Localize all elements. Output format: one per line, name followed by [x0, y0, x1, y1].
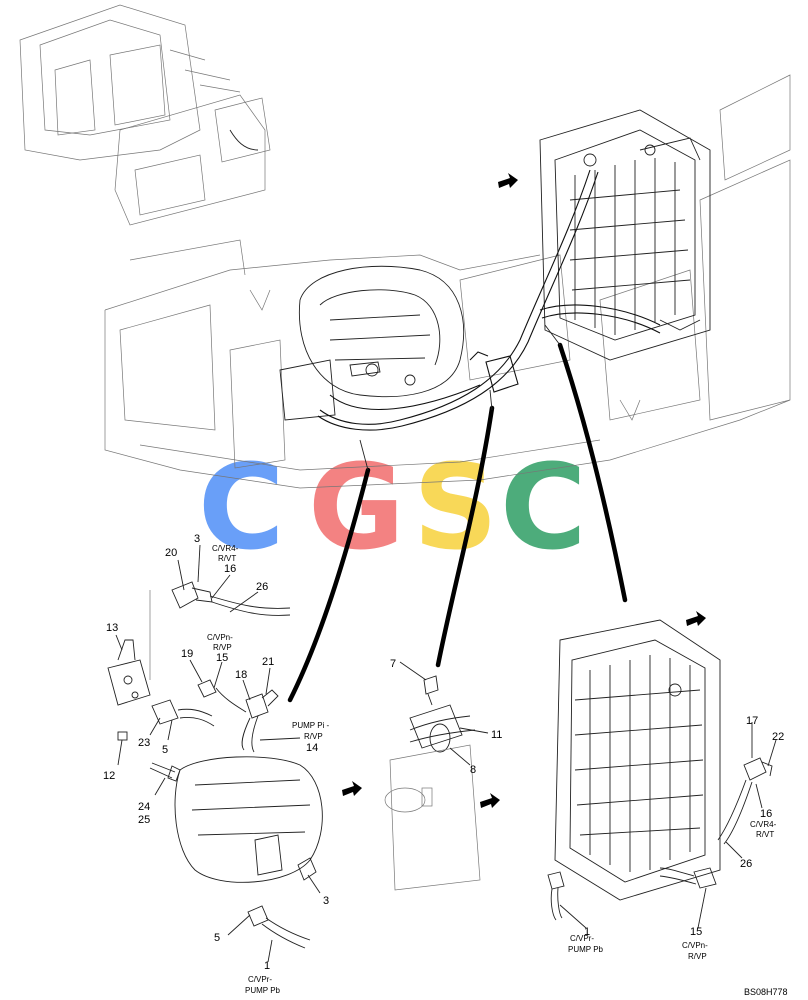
part-number-5: 5 [162, 744, 168, 756]
part-number-16: 16 [760, 808, 772, 820]
detail-hose-clamp [384, 675, 481, 891]
part-number-labels: 20 3 16 26 13 19 15 21 18 23 5 14 12 24 … [103, 533, 784, 972]
detail-control-valve [547, 619, 773, 921]
part-number-3: 3 [194, 533, 200, 545]
callout-cvpr-right-2: PUMP Pb [568, 945, 604, 954]
callout-cvr4-right: C/VR4- [750, 820, 777, 829]
detail-pump-fittings [107, 581, 323, 949]
callout-cvpn-left: C/VPn- [207, 633, 233, 642]
callout-cvr4-upper: C/VR4- [212, 544, 239, 553]
part-number-12: 12 [103, 770, 115, 782]
callout-cvpn-right-2: R/VP [688, 952, 707, 961]
part-number-7: 7 [390, 658, 396, 670]
part-number-15: 15 [690, 926, 702, 938]
callout-pump-pi: PUMP Pi - [292, 721, 330, 730]
callout-cvr4-right-2: R/VT [756, 830, 774, 839]
watermark-letter-c2: C [500, 438, 587, 576]
drawing-reference: BS08H778 [744, 987, 788, 997]
arrow-icon [480, 793, 500, 808]
part-number-22: 22 [772, 731, 784, 743]
hose-routing-upper [317, 169, 661, 431]
callout-cvpr-right: C/VPr- [570, 934, 594, 943]
part-number-24: 24 [138, 801, 150, 813]
part-number-25: 25 [138, 814, 150, 826]
part-number-14: 14 [306, 742, 318, 754]
callout-cvpn-left-2: R/VP [213, 643, 232, 652]
part-number-16: 16 [224, 563, 236, 575]
arrow-icon [498, 173, 518, 188]
part-number-15: 15 [216, 652, 228, 664]
watermark: C G S C [198, 438, 587, 576]
excavator-cab-outline [19, 4, 271, 226]
direction-arrows [342, 173, 706, 808]
callout-cvr4-upper-2: R/VT [218, 554, 236, 563]
part-number-17: 17 [746, 715, 758, 727]
part-number-18: 18 [235, 669, 247, 681]
control-valve-assembly [539, 109, 711, 361]
part-number-19: 19 [181, 648, 193, 660]
part-number-20: 20 [165, 547, 177, 559]
hose-callouts: C/VR4- R/VT C/VPn- R/VP PUMP Pi - R/VP C… [207, 544, 777, 995]
part-number-26: 26 [740, 858, 752, 870]
watermark-letter-c1: C [198, 438, 285, 576]
part-number-8: 8 [470, 764, 476, 776]
arrow-icon [686, 611, 706, 626]
arrow-icon [342, 781, 362, 796]
part-number-11: 11 [491, 729, 502, 741]
part-number-26: 26 [256, 581, 268, 593]
callout-pump-pi-2: R/VP [304, 732, 323, 741]
upper-frame-outline [104, 74, 791, 489]
part-number-1: 1 [584, 926, 590, 938]
callout-cvpr-left: C/VPr- [248, 975, 272, 984]
part-number-5: 5 [214, 932, 220, 944]
part-number-23: 23 [138, 737, 150, 749]
part-number-3: 3 [323, 895, 329, 907]
part-leaders [115, 544, 777, 963]
callout-cvpr-left-2: PUMP Pb [245, 986, 281, 995]
main-pump-assembly [279, 265, 465, 421]
leader-lines [287, 324, 628, 703]
callout-cvpn-right: C/VPn- [682, 941, 708, 950]
part-number-21: 21 [262, 656, 274, 668]
part-number-1: 1 [264, 960, 270, 972]
part-number-13: 13 [106, 622, 118, 634]
